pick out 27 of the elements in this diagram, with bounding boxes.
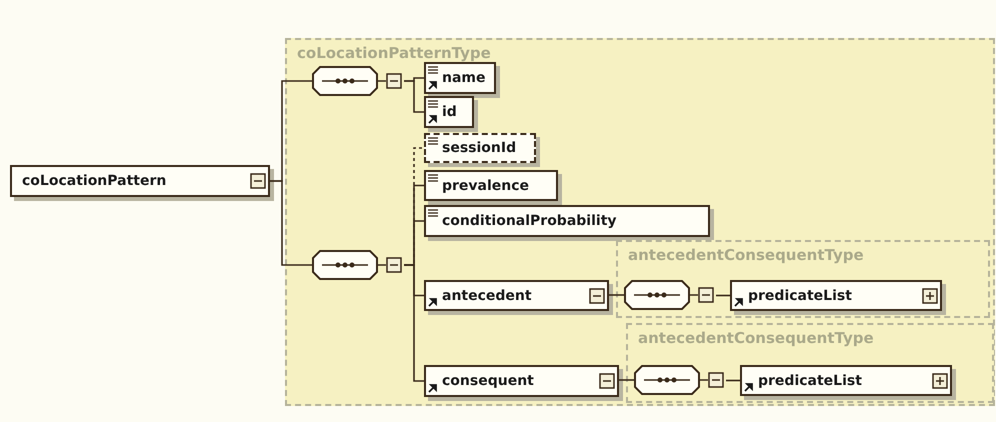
connector-line xyxy=(726,380,740,382)
sequence-compositor xyxy=(624,280,716,310)
element-name: conditionalProbability xyxy=(442,213,617,229)
connector-line xyxy=(619,379,634,381)
connector-line xyxy=(270,180,312,266)
type-region xyxy=(285,38,995,406)
element-name: antecedent xyxy=(442,288,532,304)
element-name: id xyxy=(442,104,457,120)
type-region xyxy=(626,323,994,403)
connector-line xyxy=(404,264,424,382)
connector-line xyxy=(716,294,730,296)
type-label: antecedentConsequentType xyxy=(628,246,864,264)
element-name: prevalence xyxy=(442,178,530,194)
sequence-compositor xyxy=(634,365,726,395)
sequence-compositor xyxy=(312,250,404,280)
element-name: coLocationPattern xyxy=(22,173,166,189)
connector-line xyxy=(404,80,424,113)
connector-line xyxy=(609,294,624,296)
element-name: name xyxy=(442,70,486,86)
type-label: antecedentConsequentType xyxy=(638,329,874,347)
element-name: predicateList xyxy=(748,288,852,304)
type-region xyxy=(616,240,990,318)
element-name: predicateList xyxy=(758,372,862,388)
type-label: coLocationPatternType xyxy=(297,44,491,62)
element-name: sessionId xyxy=(442,140,516,156)
sequence-compositor xyxy=(312,66,404,96)
element-name: consequent xyxy=(442,373,534,389)
